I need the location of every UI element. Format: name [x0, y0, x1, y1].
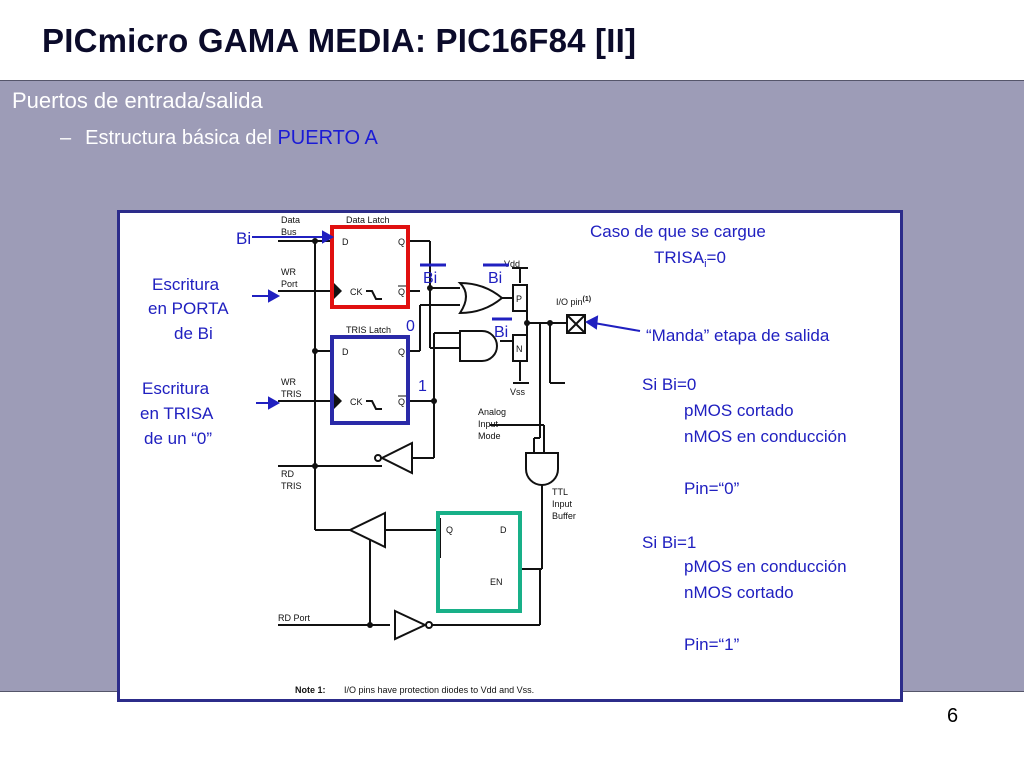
tris-latch: [330, 335, 410, 425]
input-latch-q: Q: [446, 525, 453, 535]
manda-arrow: [585, 315, 641, 332]
rd-tris-label-1: RD: [281, 469, 294, 479]
rd-port-label: RD Port: [278, 613, 311, 623]
data-latch-q: Q: [398, 237, 405, 247]
one-annotation: 1: [418, 378, 427, 395]
gate-annotations: Bi Bi Bi 0 1: [406, 270, 508, 395]
wr-tris-label-1: WR: [281, 377, 296, 387]
vss-label: Vss: [510, 387, 526, 397]
data-latch: [330, 225, 410, 309]
pin-0: Pin=“0”: [684, 479, 740, 498]
bi-annotation-3: Bi: [494, 324, 508, 341]
pmos-cortado: pMOS cortado: [684, 401, 794, 420]
data-latch-d: D: [342, 237, 349, 247]
analog-label-1: Analog: [478, 407, 506, 417]
port-a-figure: Data Latch TRIS Latch D Q CK Q D Q CK Q …: [117, 210, 903, 702]
zero-annotation: 0: [406, 318, 415, 335]
si-bi1: Si Bi=1: [642, 533, 696, 552]
escritura-porta-3: de Bi: [174, 324, 213, 343]
data-bus-label-2: Bus: [281, 227, 297, 237]
rd-tris-label-2: TRIS: [281, 481, 302, 491]
bi-annotation-1: Bi: [423, 270, 437, 287]
tris-latch-d: D: [342, 347, 349, 357]
escritura-trisa-3: de un “0”: [144, 429, 212, 448]
slide-title: PICmicro GAMA MEDIA: PIC16F84 [II]: [42, 22, 637, 59]
latch-clock-symbols: [366, 290, 382, 410]
analog-label-2: Input: [478, 419, 499, 429]
data-latch-qbar: Q: [398, 287, 405, 297]
bi-label: Bi: [236, 229, 251, 248]
left-annotations: Bi Escritura en PORTA de Bi Escritura en…: [140, 229, 251, 448]
gate-annotation-bars: [420, 263, 512, 321]
si-bi0: Si Bi=0: [642, 375, 696, 394]
escritura-trisa-1: Escritura: [142, 379, 210, 398]
port-a-diagram: Data Latch TRIS Latch D Q CK Q D Q CK Q …: [140, 215, 847, 695]
data-bus-label-1: Data: [281, 215, 300, 225]
ttl-label-2: Input: [552, 499, 573, 509]
ttl-label-1: TTL: [552, 487, 568, 497]
analog-label-3: Mode: [478, 431, 501, 441]
page-number: 6: [947, 705, 959, 727]
wr-port-label-1: WR: [281, 267, 296, 277]
pmos-conduccion: pMOS en conducción: [684, 557, 847, 576]
pin-1: Pin=“1”: [684, 635, 740, 654]
data-latch-ck: CK: [350, 287, 363, 297]
input-latch-d: D: [500, 525, 507, 535]
tris-latch-ck: CK: [350, 397, 363, 407]
input-latch-en: EN: [490, 577, 503, 587]
wr-tris-label-2: TRIS: [281, 389, 302, 399]
manda-label: “Manda” etapa de salida: [646, 326, 830, 345]
bullet-dash: –: [60, 127, 72, 149]
qbar-overlines: [398, 285, 406, 397]
circuit-wires: [278, 240, 586, 626]
input-latch: [436, 511, 522, 613]
vdd-label: Vdd: [504, 259, 520, 269]
bullet-sub: –Estructura básica del PUERTO A: [60, 127, 378, 150]
note-label: Note 1:: [295, 685, 326, 695]
bi-annotation-2: Bi: [488, 270, 502, 287]
caso-line-2: TRISAi=0: [654, 248, 726, 270]
bullet-sub-text: Estructura básica del: [85, 127, 278, 149]
ttl-label-3: Buffer: [552, 511, 576, 521]
caso-line-1: Caso de que se cargue: [590, 222, 766, 241]
tris-latch-label: TRIS Latch: [346, 325, 391, 335]
io-pin-label: I/O pin(1): [556, 296, 591, 307]
nmos-cortado: nMOS cortado: [684, 583, 794, 602]
escritura-porta-1: Escritura: [152, 275, 220, 294]
junction-dots: [312, 238, 553, 628]
note-text: I/O pins have protection diodes to Vdd a…: [344, 685, 534, 695]
escritura-trisa-2: en TRISA: [140, 404, 214, 423]
nmos-conduccion: nMOS en conducción: [684, 427, 847, 446]
bullet-sub-highlight: PUERTO A: [277, 127, 378, 149]
tris-latch-qbar: Q: [398, 397, 405, 407]
tris-latch-q: Q: [398, 347, 405, 357]
left-arrows: [252, 230, 335, 410]
data-latch-label: Data Latch: [346, 215, 390, 225]
wr-port-label-2: Port: [281, 279, 298, 289]
escritura-porta-2: en PORTA: [148, 299, 229, 318]
logic-gates: [347, 281, 504, 641]
bullet-main: Puertos de entrada/salida: [12, 88, 263, 113]
n-label: N: [516, 344, 523, 354]
p-label: P: [516, 294, 522, 304]
right-annotations: Caso de que se cargue TRISAi=0 “Manda” e…: [590, 222, 847, 654]
